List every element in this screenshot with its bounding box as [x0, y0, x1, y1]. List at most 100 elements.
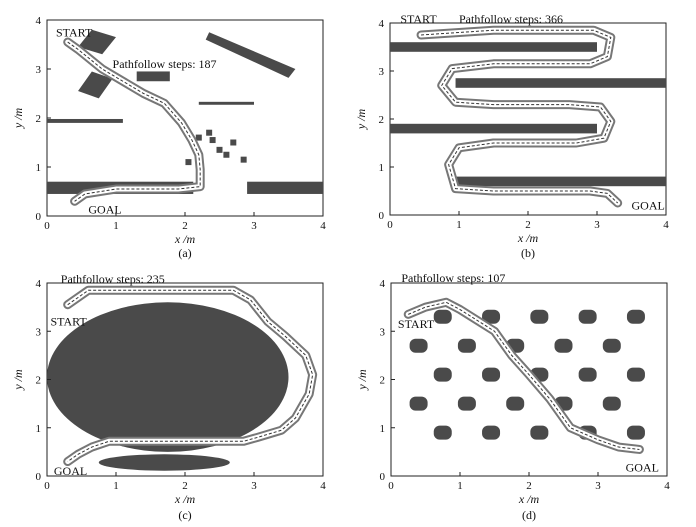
x-tick-label: 2 — [182, 220, 188, 232]
obstacle-blob — [578, 367, 597, 382]
obstacle-poly — [205, 32, 296, 78]
pathfollow-steps-label: Pathfollow steps: 107 — [401, 271, 505, 285]
pathfollow-steps-label: Pathfollow steps: 235 — [61, 272, 165, 286]
obstacle-dot — [240, 156, 247, 163]
obstacle-blob — [482, 309, 501, 324]
y-tick-label: 0 — [380, 471, 386, 483]
obstacle-ellipse — [47, 302, 289, 452]
obstacle-dot — [216, 146, 223, 153]
panel-caption: (d) — [522, 508, 536, 522]
obstacle-rect — [247, 181, 323, 194]
goal-label: GOAL — [626, 460, 659, 474]
robot-path-centerline — [67, 289, 314, 462]
x-axis-label: x /m — [517, 231, 539, 245]
obstacle-ellipse — [98, 454, 230, 471]
panel-caption: (b) — [521, 246, 535, 260]
pathfollow-steps-label: Pathfollow steps: 366 — [459, 12, 563, 26]
goal-label: GOAL — [632, 198, 665, 212]
y-tick-label: 3 — [36, 326, 42, 338]
obstacle-dot — [185, 159, 192, 166]
y-tick-label: 2 — [36, 375, 42, 387]
y-tick-label: 0 — [36, 211, 42, 223]
y-tick-label: 1 — [36, 423, 42, 435]
y-tick-label: 4 — [379, 18, 385, 30]
x-tick-label: 1 — [113, 480, 119, 492]
obstacle-blob — [409, 396, 428, 411]
x-tick-label: 0 — [388, 480, 394, 492]
obstacle-rect — [47, 118, 123, 123]
y-axis-label: y /m — [355, 369, 369, 391]
y-tick-label: 1 — [379, 162, 385, 174]
obstacle-rect — [198, 101, 254, 105]
obstacle-dot — [223, 151, 230, 158]
x-tick-label: 2 — [182, 480, 188, 492]
obstacle-rect — [136, 71, 170, 82]
obstacle-blob — [409, 338, 428, 353]
x-tick-label: 4 — [320, 480, 326, 492]
obstacle-dot — [206, 129, 213, 136]
start-label: START — [56, 25, 93, 39]
x-tick-label: 0 — [44, 480, 50, 492]
obstacle-dot — [195, 134, 202, 141]
obstacle-poly — [78, 71, 113, 99]
obstacle-blob — [530, 309, 549, 324]
obstacle-blob — [578, 309, 597, 324]
obstacle-rect — [390, 42, 597, 52]
y-axis-label: y /m — [11, 369, 25, 391]
obstacle-blob — [530, 425, 549, 440]
obstacle-blob — [433, 425, 452, 440]
y-tick-label: 4 — [36, 278, 42, 290]
goal-label: GOAL — [54, 464, 87, 478]
pathfollow-steps-label: Pathfollow steps: 187 — [113, 57, 217, 71]
x-tick-label: 4 — [320, 220, 326, 232]
obstacle-blob — [457, 396, 476, 411]
robot-path-centerline — [421, 29, 619, 204]
x-axis-label: x /m — [174, 232, 196, 246]
y-tick-label: 1 — [380, 423, 386, 435]
y-axis-label: y /m — [11, 108, 25, 130]
x-tick-label: 3 — [251, 480, 257, 492]
obstacle-blob — [506, 396, 525, 411]
obstacle-blob — [433, 367, 452, 382]
obstacle-rect — [455, 176, 666, 187]
obstacle-rect — [455, 78, 666, 88]
robot-path-centerline — [408, 301, 640, 450]
y-tick-label: 4 — [380, 278, 386, 290]
panel-caption: (c) — [178, 508, 191, 522]
obstacle-blob — [482, 425, 501, 440]
obstacle-blob — [554, 338, 573, 353]
y-tick-label: 3 — [379, 66, 385, 78]
x-tick-label: 4 — [664, 480, 670, 492]
obstacle-blob — [626, 425, 645, 440]
obstacle-poly — [78, 29, 116, 55]
x-axis-label: x /m — [518, 492, 540, 506]
start-label: START — [398, 317, 435, 331]
robot-path-centerline — [67, 41, 201, 202]
y-tick-label: 2 — [379, 114, 385, 126]
y-axis-label: y /m — [354, 109, 368, 131]
obstacle-dot — [209, 137, 216, 144]
y-tick-label: 3 — [380, 326, 386, 338]
x-tick-label: 2 — [526, 480, 532, 492]
obstacle-blob — [602, 338, 621, 353]
start-label: START — [400, 12, 437, 26]
y-tick-label: 2 — [380, 375, 386, 387]
obstacle-blob — [457, 338, 476, 353]
obstacle-blob — [626, 309, 645, 324]
x-tick-label: 1 — [113, 220, 119, 232]
obstacle-rect — [390, 123, 597, 134]
x-tick-label: 3 — [251, 220, 257, 232]
x-tick-label: 4 — [663, 219, 669, 231]
x-tick-label: 3 — [595, 480, 601, 492]
start-label: START — [50, 315, 87, 329]
obstacle-blob — [433, 309, 452, 324]
y-tick-label: 3 — [36, 64, 42, 76]
x-axis-label: x /m — [174, 492, 196, 506]
goal-label: GOAL — [88, 203, 121, 217]
y-tick-label: 4 — [36, 15, 42, 27]
y-tick-label: 2 — [36, 113, 42, 125]
